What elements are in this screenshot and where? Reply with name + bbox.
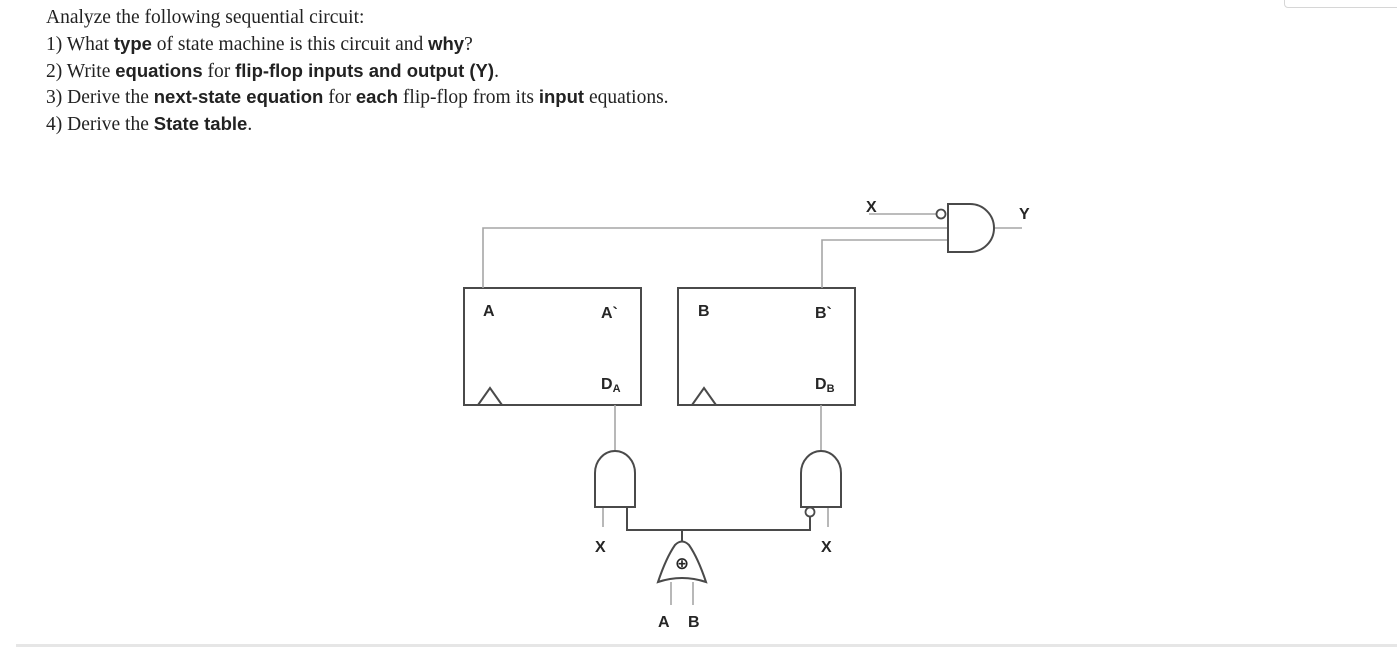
flip-flop-a-d-label: DA [601,376,621,395]
wire-xor-output [626,507,811,531]
xor-symbol-icon: ⊕ [675,554,689,573]
xor-gate-body [656,540,708,584]
output-gate-inverter-bubble [935,208,947,220]
flip-flop-a-clock-icon [477,386,503,406]
and-gate-b-x-label: X [821,539,832,556]
question-text: Analyze the following sequential circuit… [46,5,669,138]
flip-flop-b-q-label: B [698,303,710,320]
output-and-gate: X Y [866,199,1030,253]
flip-flop-b: B B` DB [677,287,856,406]
and-gate-b-inverter-bubble [804,506,816,518]
question-intro: Analyze the following sequential circuit… [46,7,365,28]
and-gate-a-x-label: X [595,539,606,556]
bottom-rule [16,644,1397,647]
question-3: 3) Derive the next-state equation for ea… [46,86,669,109]
question-4: 4) Derive the State table. [46,113,253,136]
flip-flop-b-qprime-label: B` [815,305,832,322]
flip-flop-a-body [463,287,642,406]
flip-flop-a-q-label: A [483,303,495,320]
and-gate-b-body [800,450,842,508]
flip-flop-b-body [677,287,856,406]
and-gate-b: X [800,450,842,556]
flip-flop-b-clock-icon [691,386,717,406]
wire-bprime-to-output-gate [821,239,948,288]
wire-a-to-output-gate [482,227,948,288]
and-gate-a: X [594,450,636,556]
flip-flop-a-qprime-label: A` [601,305,618,322]
output-gate-x-label: X [866,199,877,216]
xor-input-b-label: B [688,614,700,631]
flip-flop-b-d-label: DB [815,376,835,395]
xor-input-a-label: A [658,614,670,631]
flip-flop-a: A A` DA [463,287,642,406]
xor-gate: ⊕ A B [656,540,708,631]
output-and-gate-body [947,203,995,253]
corner-widget [1284,0,1397,8]
circuit-wires [482,213,1022,605]
question-2: 2) Write equations for flip-flop inputs … [46,59,499,82]
question-1: 1) What type of state machine is this ci… [46,32,473,55]
and-gate-a-body [594,450,636,508]
output-y-label: Y [1019,206,1030,223]
